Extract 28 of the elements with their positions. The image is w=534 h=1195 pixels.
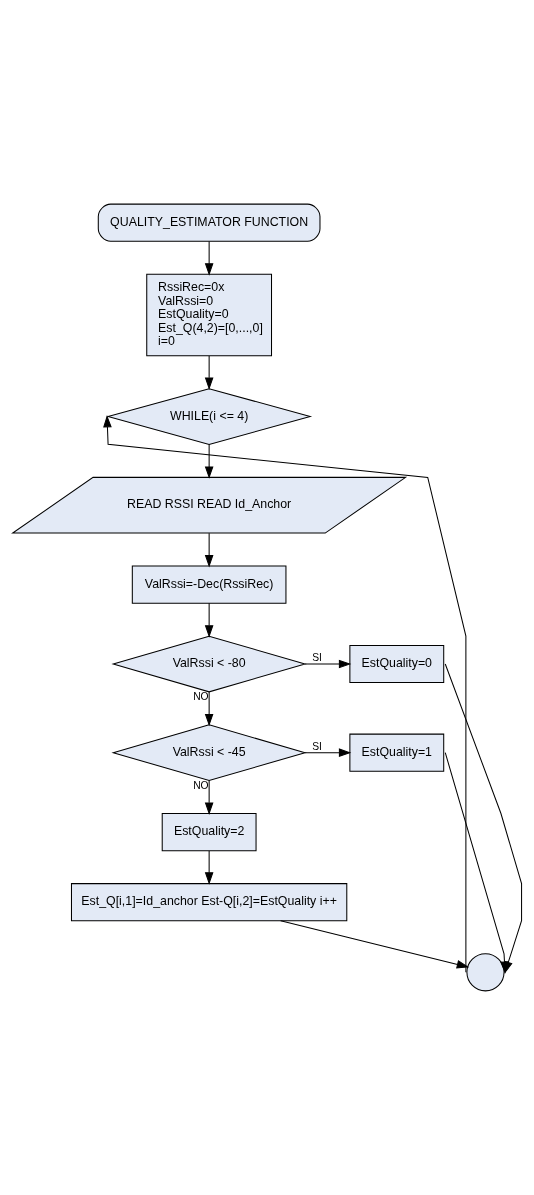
arrow [204,532,214,568]
arrow [204,355,214,390]
arrow [204,241,214,276]
node-box: EstQuality=1 [349,733,445,772]
node-box: ValRssi=-Dec(RssiRec) [131,565,287,604]
arrow [204,602,214,638]
node-diamond: ValRssi < -45 [111,724,307,782]
node-diamond: ValRssi < -80 [111,635,307,693]
edge-label: NO [193,691,209,703]
arrow [204,444,214,479]
edge-label: SI [312,740,322,752]
node-box: Est_Q[i,1]=Id_anchor Est-Q[i,2]=EstQuality i++ [70,883,348,922]
arrow [280,920,470,969]
node-diamond: WHILE(i <= 4) [106,388,313,445]
node-box: RssiRec=0x ValRssi=0 EstQuality=0 Est_Q(4,2)=[0,...,0] i=0 [146,273,273,357]
arrow [204,850,214,885]
edge-label: SI [312,651,322,663]
node-box: EstQuality=0 [349,644,445,684]
edge-label: NO [193,779,209,791]
arrow [204,691,214,727]
arrow [304,748,352,757]
arrow [304,659,352,669]
arrow [103,415,467,973]
arrow [204,780,214,815]
node-box: EstQuality=2 [161,813,257,852]
node-box: QUALITY_ESTIMATOR FUNCTION [97,203,321,242]
node-circle [466,953,505,992]
arrow [444,752,509,974]
